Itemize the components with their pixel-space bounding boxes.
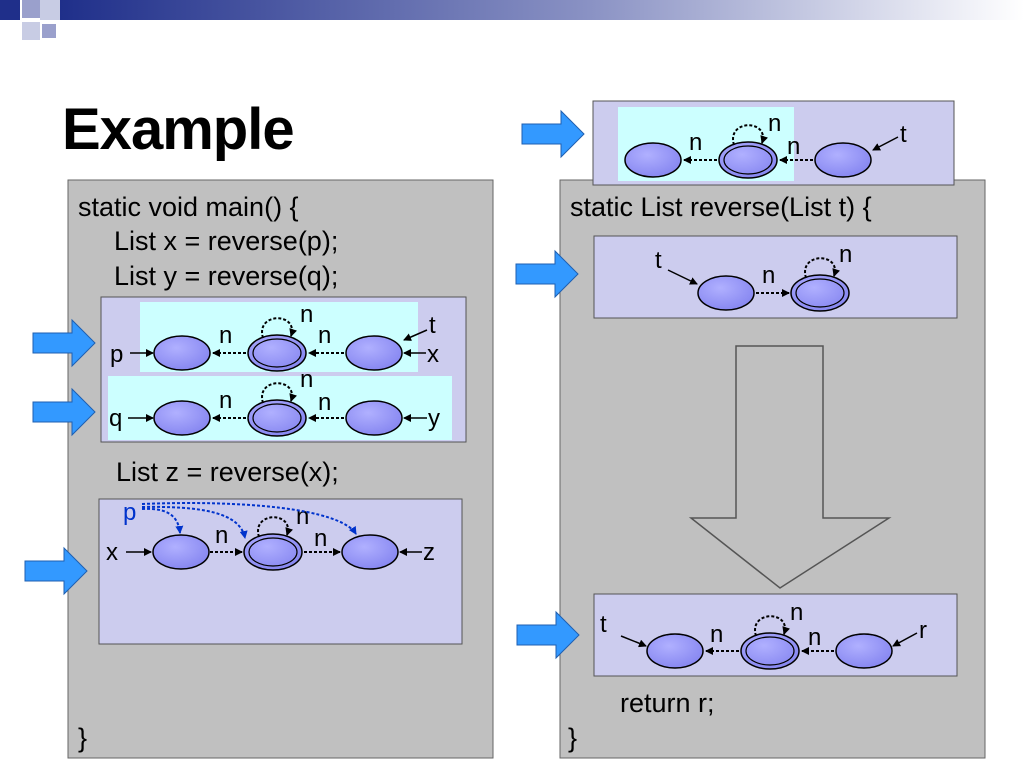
top-decorative-bar: [0, 0, 1024, 40]
edge-label-n: n: [219, 322, 232, 349]
edge-label-n: n: [300, 366, 313, 393]
summary-node: [247, 399, 307, 437]
edge-label-n: n: [215, 522, 228, 549]
summary-node-inner: [723, 145, 773, 175]
edge-label-n: n: [808, 624, 821, 651]
p-pointer-edge: [141, 507, 184, 534]
code-line-reverse-signature: static List reverse(List t) {: [570, 192, 872, 222]
heap-node: [345, 400, 403, 436]
heap-node: [341, 534, 399, 570]
entry-state-box: [593, 235, 958, 319]
program-point-arrow: [516, 610, 580, 660]
var-label-r: r: [919, 617, 927, 644]
program-point-arrow: [24, 546, 88, 596]
var-label-t: t: [655, 247, 662, 274]
edge-label-n: n: [787, 133, 800, 160]
summary-node: [718, 141, 778, 179]
var-pointer-edge: [403, 329, 428, 341]
edge-label-n: n: [762, 262, 775, 289]
var-label-z: z: [423, 539, 435, 566]
code-close-brace: }: [568, 723, 578, 753]
heap-node: [835, 633, 893, 669]
program-point-arrow: [32, 387, 96, 437]
p-pointer-edge: [141, 502, 357, 535]
var-label-x: x: [427, 341, 439, 368]
slide-title: Example: [62, 97, 295, 162]
edge-label-n: n: [790, 599, 803, 626]
heap-node: [814, 142, 872, 178]
summary-node: [247, 334, 307, 372]
edge-label-n: n: [710, 621, 723, 648]
edge-label-n: n: [839, 241, 852, 268]
edge-label-n: n: [318, 322, 331, 349]
var-label-q: q: [109, 405, 122, 432]
edge-label-n: n: [300, 301, 313, 328]
heap-node: [153, 335, 211, 371]
code-line-main-signature: static void main() {: [78, 192, 299, 222]
n-self-loop: [754, 615, 790, 637]
n-self-loop: [261, 382, 297, 404]
n-self-loop: [732, 124, 768, 146]
var-label-t: t: [600, 611, 607, 638]
n-self-loop: [257, 516, 293, 538]
code-close-brace: }: [78, 723, 88, 753]
code-line-assign-z: List z = reverse(x);: [116, 457, 339, 487]
var-pointer-edge: [892, 632, 918, 647]
edge-label-n: n: [219, 387, 232, 414]
p-pointer-edge: [141, 505, 248, 539]
heap-node: [345, 335, 403, 371]
heap-node: [624, 142, 682, 178]
summary-node-inner: [252, 338, 302, 368]
var-label-p: p: [123, 499, 136, 526]
program-point-arrow: [515, 249, 579, 299]
var-label-y: y: [428, 405, 440, 432]
var-pointer-edge: [872, 136, 899, 151]
summary-node: [243, 533, 303, 571]
n-self-loop: [804, 257, 840, 279]
summary-node-inner: [795, 278, 845, 308]
program-point-arrow: [521, 109, 585, 159]
summary-node-inner: [745, 636, 795, 666]
heap-node: [153, 400, 211, 436]
edge-label-n: n: [689, 129, 702, 156]
heap-node: [697, 275, 755, 311]
code-line-assign-x: List x = reverse(p);: [114, 226, 339, 256]
transform-down-arrow: [688, 345, 892, 589]
summary-node-inner: [252, 403, 302, 433]
code-line-assign-y: List y = reverse(q);: [114, 261, 339, 291]
state-box-after-reverse-x: [98, 498, 463, 645]
code-line-return: return r;: [620, 688, 715, 718]
var-pointer-edge: [667, 269, 698, 285]
var-label-p: p: [110, 341, 123, 368]
edge-label-n: n: [314, 525, 327, 552]
heap-node: [152, 534, 210, 570]
edge-label-n: n: [768, 110, 781, 137]
main-method-panel: [67, 179, 494, 759]
summary-node-inner: [248, 537, 298, 567]
var-label-t: t: [900, 121, 907, 148]
var-label-t: t: [429, 312, 436, 339]
summary-node: [790, 274, 850, 312]
edge-label-n: n: [296, 503, 309, 530]
edge-label-n: n: [318, 389, 331, 416]
var-label-x: x: [106, 539, 118, 566]
n-self-loop: [261, 317, 297, 339]
program-point-arrow: [32, 318, 96, 368]
summary-node: [740, 632, 800, 670]
heap-node: [646, 633, 704, 669]
var-pointer-edge: [620, 635, 647, 648]
